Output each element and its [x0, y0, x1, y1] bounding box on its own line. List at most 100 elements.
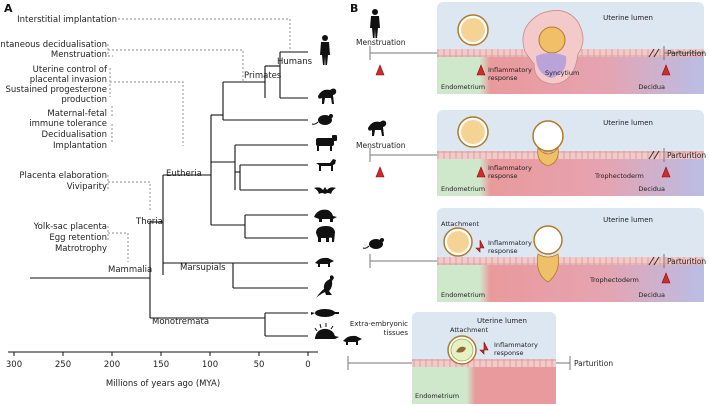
echidna-icon [314, 323, 339, 339]
trait-maternal-fetal-2: immune tolerance [29, 119, 107, 129]
label-inflammatory-1: Inflammatory [494, 341, 538, 349]
bat-icon [314, 187, 336, 194]
syncytium [536, 53, 567, 78]
monkey-icon [318, 88, 337, 104]
human-icon [370, 9, 380, 38]
label-lumen: Uterine lumen [603, 14, 653, 22]
inflammation-arrow [479, 341, 489, 355]
clade-monotremata: Monotremata [152, 317, 209, 327]
trait-menstruation: Menstruation [51, 50, 107, 60]
epithelium [437, 257, 704, 265]
dog-icon [316, 159, 336, 171]
label-endometrium: Endometrium [441, 291, 485, 299]
trait-sustained-1: Sustained progesterone [6, 85, 107, 95]
label-syncytium: Syncytium [545, 69, 579, 77]
axis-tick-label: 300 [6, 360, 22, 370]
axis-tick-label: 50 [254, 360, 265, 370]
left-label: Menstruation [356, 38, 406, 47]
label-inflammatory-1: Inflammatory [488, 239, 532, 247]
right-label: Parturition [667, 49, 706, 58]
row-monkey: Uterine lumen Endometrium Decidua Inflam… [356, 110, 706, 196]
label-inflammatory-1: Inflammatory [488, 66, 532, 74]
row-opossum: Uterine lumen Endometrium Attachment Inf… [343, 312, 613, 404]
clade-eutheria: Eutheria [166, 169, 202, 179]
clade-mammalia: Mammalia [108, 265, 152, 275]
label-decidua: Decidua [638, 83, 665, 91]
opossum-icon [343, 335, 362, 345]
rodent-icon [362, 238, 384, 249]
menstruation-marker [375, 166, 385, 178]
axis-tick-label: 0 [305, 360, 310, 370]
label-decidua: Decidua [638, 185, 665, 193]
trait-sustained-2: production [61, 95, 107, 105]
kangaroo-icon [316, 275, 334, 298]
axis-label: Millions of years ago (MYA) [106, 379, 220, 389]
label-lumen: Uterine lumen [603, 119, 653, 127]
inflammation-arrow [475, 239, 485, 253]
label-inflammatory-2: response [488, 74, 518, 82]
panel-label-b: B [350, 2, 358, 15]
label-endometrium: Endometrium [415, 392, 459, 400]
axis-tick-label: 150 [153, 360, 169, 370]
elephant-icon [316, 226, 335, 242]
label-attachment: Attachment [441, 220, 480, 228]
parturition-marker [661, 272, 671, 284]
species-silhouettes [311, 35, 339, 339]
label-inflammatory-1: Inflammatory [488, 164, 532, 172]
right-label: Parturition [667, 257, 706, 266]
human-icon [320, 35, 330, 65]
implantation-marker [476, 166, 486, 178]
trait-connectors [107, 18, 291, 262]
axis-tick-label: 200 [104, 360, 120, 370]
right-label: Parturition [667, 151, 706, 160]
trophectoderm [537, 253, 559, 283]
axis-tick-label: 250 [55, 360, 71, 370]
parturition-marker [661, 64, 671, 76]
trait-egg-retention: Egg retention [49, 233, 107, 243]
label-inflammatory-2: response [488, 247, 518, 255]
label-decidua: Decidua [638, 291, 665, 299]
trait-maternal-fetal-1: Maternal-fetal [47, 109, 107, 119]
label-inflammatory-2: response [488, 172, 518, 180]
trait-uterine-control-2: placental invasion [30, 75, 107, 85]
trait-placenta-elaboration: Placenta elaboration [19, 171, 107, 181]
trait-uterine-control-1: Uterine control of [33, 65, 108, 75]
trait-spontaneous: Spontaneous decidualisation [0, 40, 107, 50]
trait-implantation: Implantation [53, 141, 107, 151]
tissue-gradient [412, 366, 556, 404]
clade-theria: Theria [135, 217, 163, 227]
axis-tick-label: 100 [202, 360, 218, 370]
attached-blastocyst [532, 120, 564, 152]
label-lumen: Uterine lumen [477, 317, 527, 325]
left-label: Menstruation [356, 141, 406, 150]
trait-decidualisation: Decidualisation [42, 130, 107, 140]
label-lumen: Uterine lumen [603, 216, 653, 224]
clade-humans: Humans [277, 57, 313, 67]
rodent-icon [311, 114, 333, 125]
trait-yolk-sac: Yolk-sac placenta [33, 222, 107, 232]
armadillo-icon [314, 209, 337, 222]
row-mouse: Uterine lumen Endometrium Decidua Attach… [362, 208, 706, 302]
epithelium [412, 359, 556, 367]
trait-matrotrophy: Matrotrophy [55, 244, 107, 254]
cow-icon [316, 135, 337, 151]
tissue-gradient [437, 264, 704, 302]
phylogenetic-tree [30, 51, 308, 337]
trait-viviparity: Viviparity [67, 182, 107, 192]
monkey-icon [368, 120, 387, 136]
opossum-icon [315, 257, 334, 267]
panel-label-a: A [4, 2, 13, 15]
platypus-icon [311, 309, 339, 317]
label-inflammatory-2: response [494, 349, 524, 357]
trait-interstitial: Interstitial implantation [17, 15, 117, 25]
row-human: Uterine lumen Endometrium Decidua Inflam… [356, 2, 706, 94]
epithelium [437, 151, 704, 159]
attached-blastocyst [533, 225, 563, 255]
label-trophectoderm: Trophectoderm [594, 172, 644, 180]
time-axis: 300 250 200 150 100 50 0 Millions of years ago… [6, 351, 318, 389]
menstruation-marker [375, 64, 385, 76]
trophectoderm [537, 147, 559, 167]
left-label-1: Extra-embryonic [350, 320, 408, 328]
implantation-marker [476, 64, 486, 76]
